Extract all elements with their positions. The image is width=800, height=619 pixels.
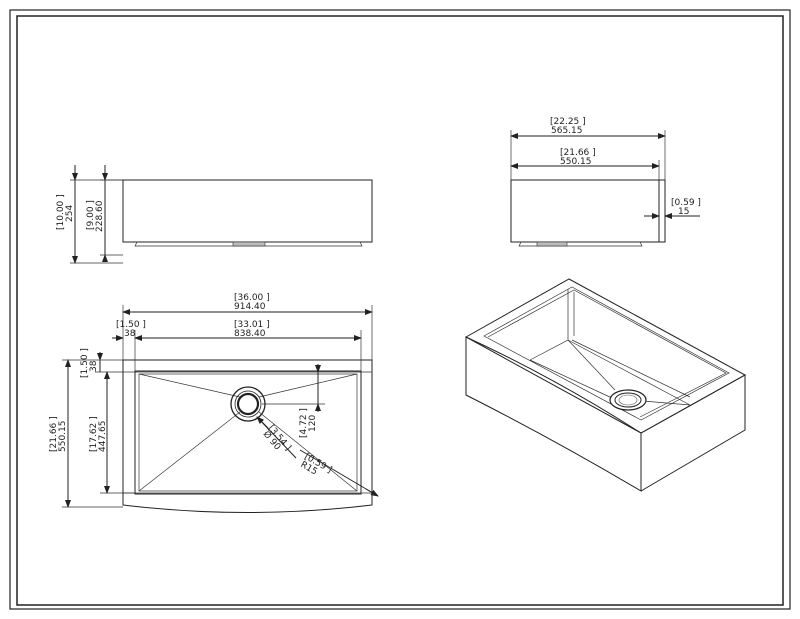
top-rim-in: [1.50 ]	[116, 320, 146, 330]
front-view: [10.00 ] 254 [9.00 ] 228.60	[56, 165, 373, 264]
isometric-view	[464, 278, 747, 492]
top-bowl-depth-mm: 447.65	[98, 421, 108, 453]
top-drain-offset-mm: 120	[308, 415, 318, 432]
outer-frame	[9, 9, 791, 610]
top-rim-mm: 38	[124, 329, 136, 339]
front-height-mm: 254	[65, 205, 75, 222]
top-width-mm: 914.40	[234, 302, 266, 312]
front-inner-height-in: [9.00 ]	[86, 200, 96, 230]
side-view: [22.25 ] 565.15 [21.66 ] 550.15 [0.59 ] …	[510, 117, 701, 247]
side-apron-in: [0.59 ]	[671, 198, 701, 208]
top-bowl-depth-in: [17.62 ]	[89, 416, 99, 452]
top-depth-mm: 550.15	[58, 421, 68, 453]
top-view: [36.00 ] 914.40 [33.01 ] 838.40 [1.50 ] …	[49, 293, 379, 513]
front-height-in: [10.00 ]	[56, 194, 66, 230]
side-apron-mm: 15	[678, 207, 689, 217]
top-drain-offset-in: [4.72 ]	[299, 408, 309, 438]
top-width-in: [36.00 ]	[234, 293, 270, 303]
top-rim-front-in: [1.50 ]	[80, 348, 90, 378]
top-inner-width-mm: 838.40	[234, 329, 266, 339]
side-depth-mm: 565.15	[551, 126, 583, 136]
side-inner-depth-mm: 550.15	[560, 157, 592, 167]
side-inner-depth-in: [21.66 ]	[560, 148, 596, 158]
top-inner-width-in: [33.01 ]	[234, 320, 270, 330]
top-depth-in: [21.66 ]	[49, 416, 59, 452]
side-depth-in: [22.25 ]	[550, 117, 586, 127]
front-inner-height-mm: 228.60	[95, 200, 105, 232]
inner-frame	[16, 15, 784, 606]
top-rim-front-mm: 38	[89, 360, 99, 372]
